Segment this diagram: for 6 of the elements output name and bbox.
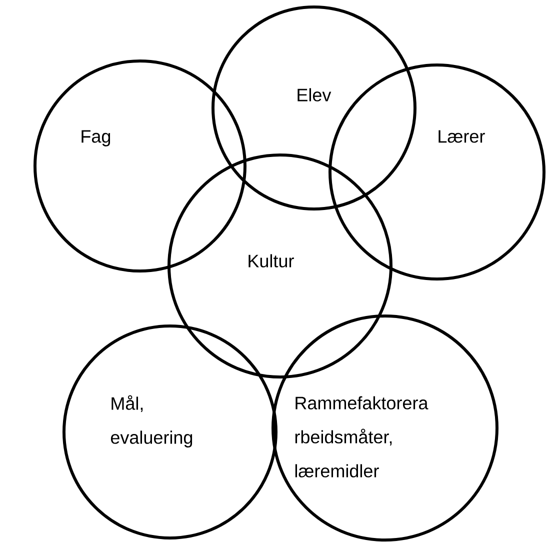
circle-label: Mål, evaluering [110,395,192,448]
circle-label: Elev [298,88,332,102]
circle-label: Kultur [248,254,294,268]
circle-label: Fag [82,130,110,146]
circle-label: Lærer [438,130,485,143]
circle-label: Rammefaktorera rbeidsmåter, læremidler [295,396,428,478]
